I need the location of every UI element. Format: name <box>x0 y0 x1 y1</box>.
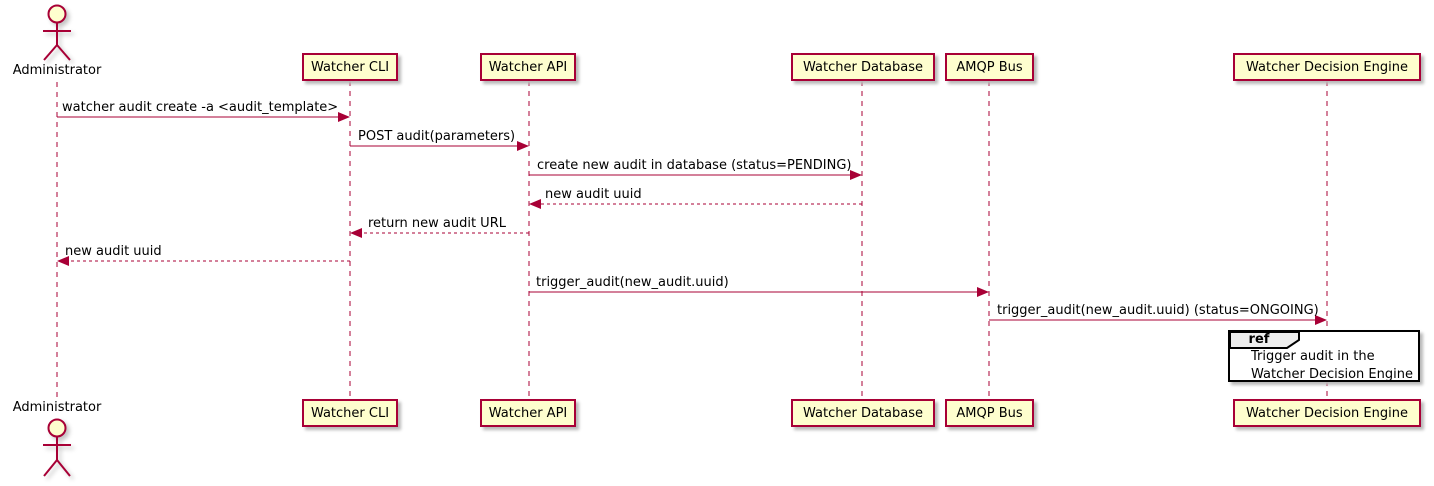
message-label-3: create new audit in database (status=PEN… <box>537 158 852 173</box>
message-label-8: trigger_audit(new_audit.uuid) (status=ON… <box>997 303 1319 318</box>
participant-amqp-bus-bottom: AMQP Bus <box>945 399 1034 427</box>
message-label-7: trigger_audit(new_audit.uuid) <box>536 275 729 290</box>
participant-watcher-decision-engine-bottom: Watcher Decision Engine <box>1233 399 1421 427</box>
message-arrowhead-7 <box>977 287 989 297</box>
message-label-2: POST audit(parameters) <box>358 129 516 144</box>
participant-watcher-decision-engine-top: Watcher Decision Engine <box>1233 53 1421 81</box>
participant-watcher-api-top: Watcher API <box>480 53 576 81</box>
ref-fragment: ref Trigger audit in the Watcher Decisio… <box>1228 330 1420 382</box>
ref-content: Trigger audit in the Watcher Decision En… <box>1251 348 1413 384</box>
actor-label-bottom: Administrator <box>12 400 102 415</box>
ref-content-line-2: Watcher Decision Engine <box>1251 367 1413 382</box>
ref-keyword: ref <box>1248 332 1270 347</box>
actor-label-top: Administrator <box>12 63 102 78</box>
message-arrowhead-5 <box>350 228 362 238</box>
message-arrowhead-1 <box>338 112 350 122</box>
participant-watcher-cli-top: Watcher CLI <box>302 53 398 81</box>
stick-figure-actor-icon <box>43 4 71 61</box>
participant-watcher-cli-bottom: Watcher CLI <box>302 399 398 427</box>
message-label-5: return new audit URL <box>368 216 506 231</box>
message-label-6: new audit uuid <box>65 244 162 259</box>
message-arrowhead-8 <box>1315 315 1327 325</box>
message-label-4: new audit uuid <box>545 187 642 202</box>
message-arrowhead-4 <box>529 199 541 209</box>
participant-watcher-database-top: Watcher Database <box>791 53 935 81</box>
participant-watcher-api-bottom: Watcher API <box>480 399 576 427</box>
ref-tab-pentagon <box>1229 331 1300 349</box>
participant-watcher-database-bottom: Watcher Database <box>791 399 935 427</box>
message-label-1: watcher audit create -a <audit_template> <box>62 100 339 115</box>
message-arrowhead-6 <box>57 256 69 266</box>
ref-content-line-1: Trigger audit in the <box>1251 349 1375 364</box>
message-arrowhead-3 <box>850 170 862 180</box>
message-arrowhead-2 <box>517 141 529 151</box>
stick-figure-actor-icon <box>43 418 71 477</box>
participant-amqp-bus-top: AMQP Bus <box>945 53 1034 81</box>
